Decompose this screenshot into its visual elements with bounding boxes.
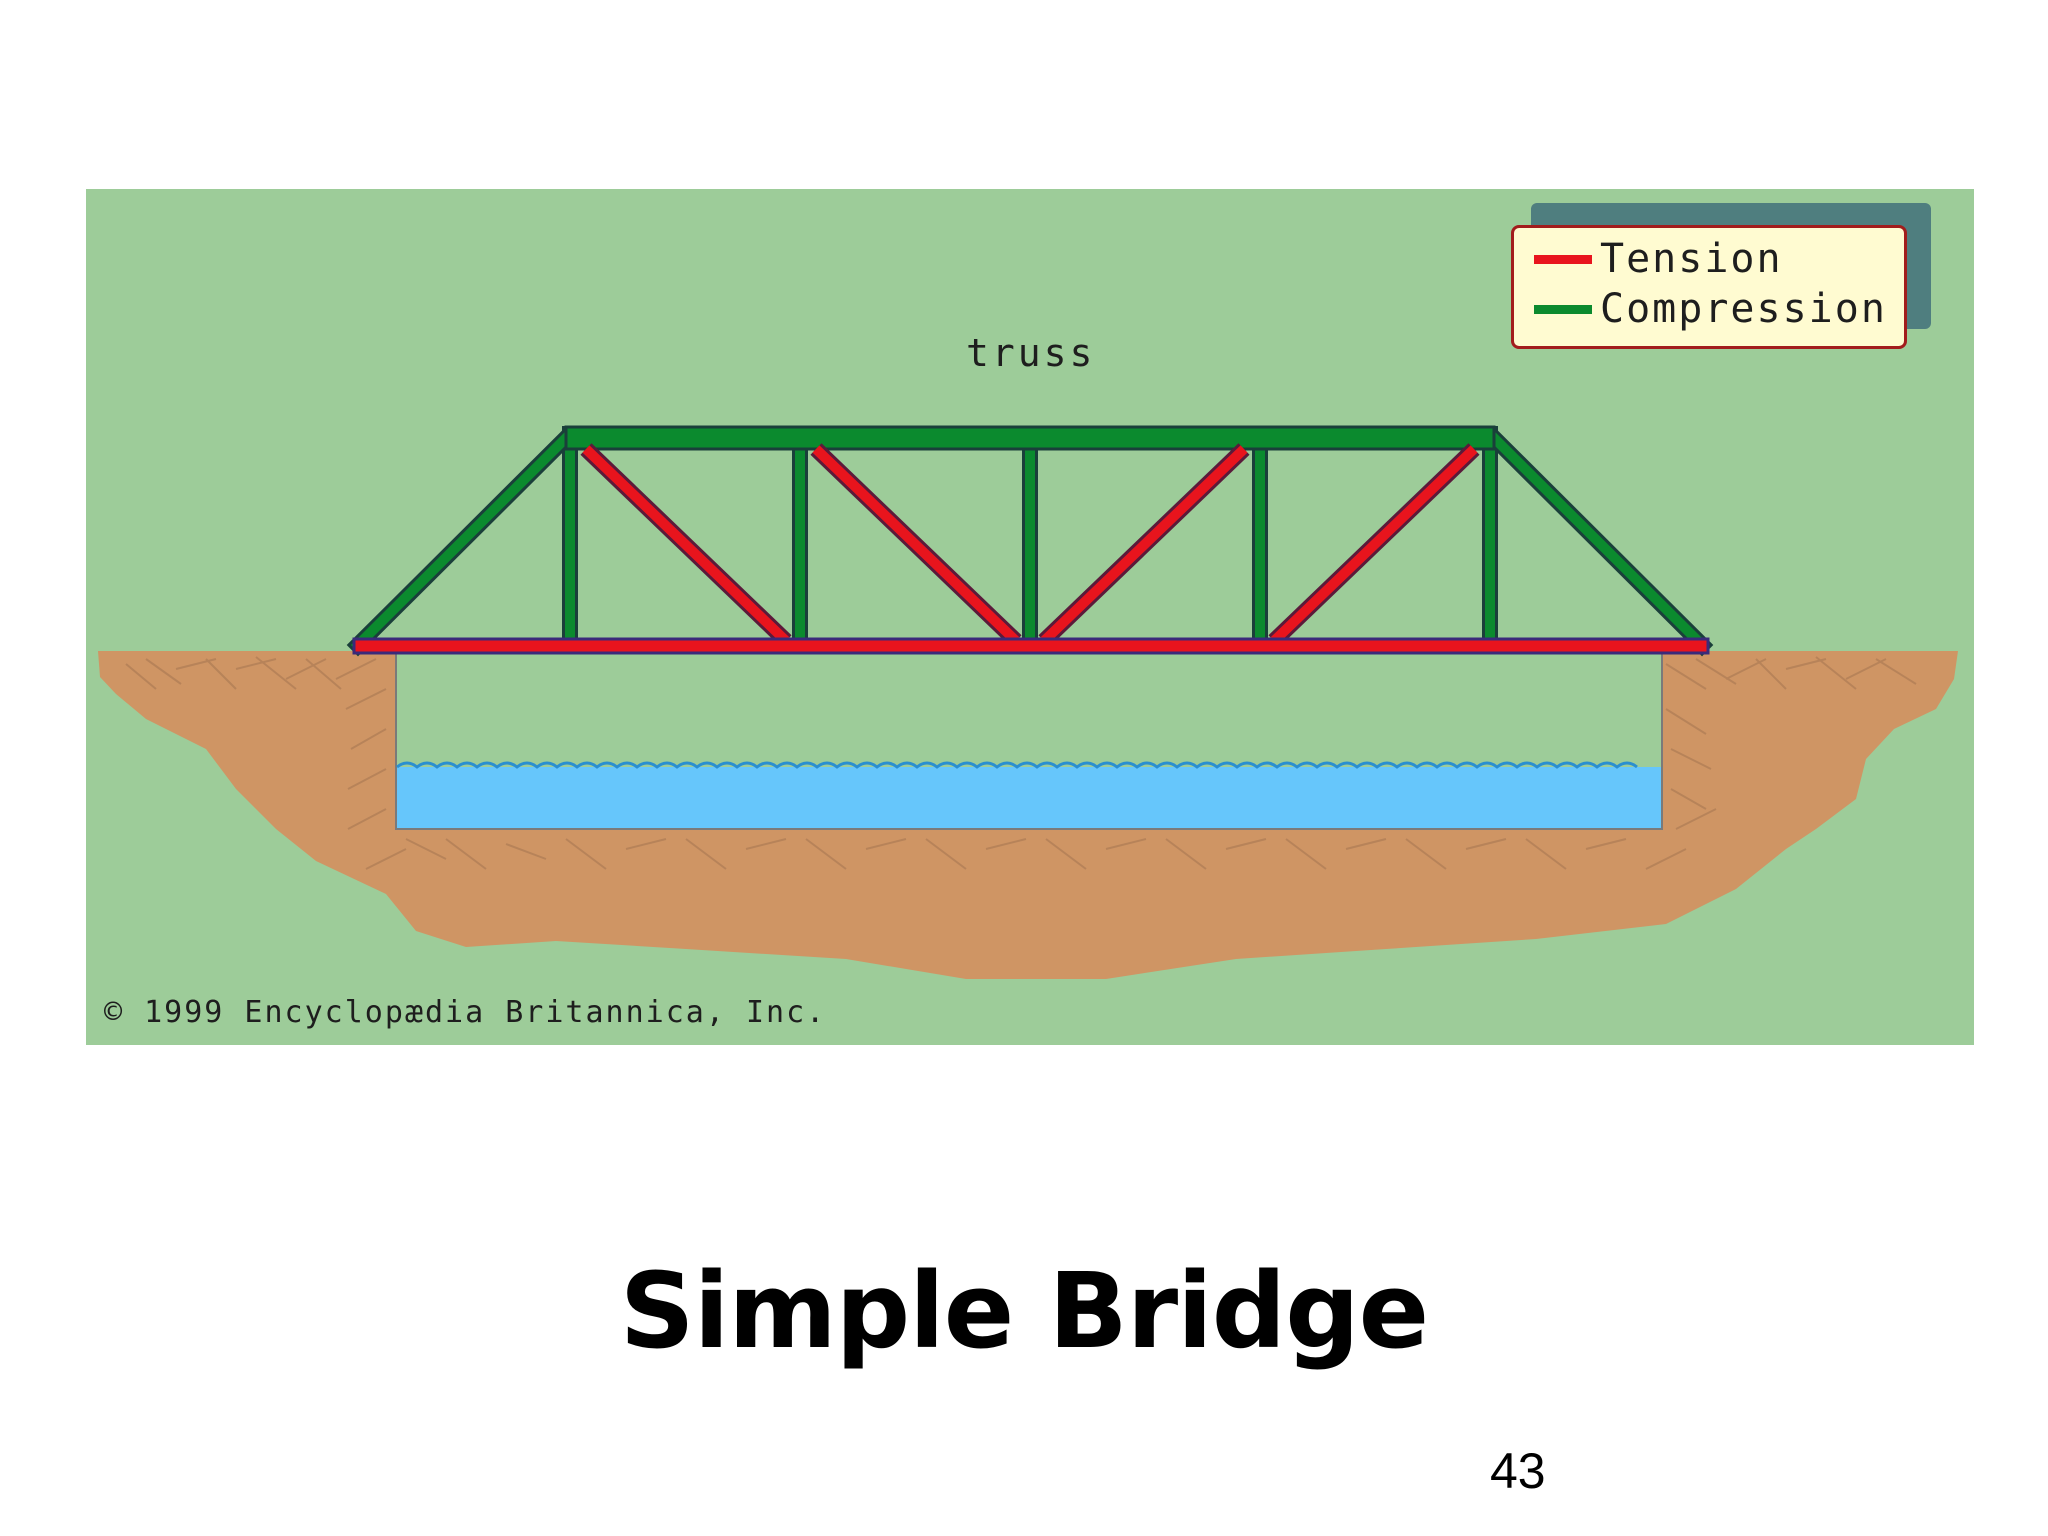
bank-hatching xyxy=(125,656,1917,870)
copyright-notice: © 1999 Encyclopædia Britannica, Inc. xyxy=(104,995,827,1030)
compression-members-fill xyxy=(350,429,1710,653)
bridge-illustration xyxy=(98,425,1958,979)
river-water xyxy=(397,767,1661,828)
slide-title: Simple Bridge xyxy=(619,1250,1429,1372)
tension-swatch xyxy=(1534,254,1592,264)
legend-label-compression: Compression xyxy=(1600,286,1887,332)
slide-number: 43 xyxy=(1490,1443,1546,1499)
legend-label-tension: Tension xyxy=(1600,236,1783,282)
legend-item-tension: Tension xyxy=(1534,236,1783,282)
bottom-chord xyxy=(352,637,1710,655)
compression-swatch xyxy=(1534,304,1592,314)
legend-item-compression: Compression xyxy=(1534,286,1887,332)
water-surface xyxy=(396,761,1638,769)
legend: Tension Compression xyxy=(1511,225,1907,349)
truss-bridge-diagram: truss Tension Compression © 1999 Encyclo… xyxy=(86,189,1974,1045)
tension-members-fill xyxy=(582,445,1478,645)
truss-label: truss xyxy=(966,331,1096,375)
top-chord xyxy=(564,425,1496,451)
